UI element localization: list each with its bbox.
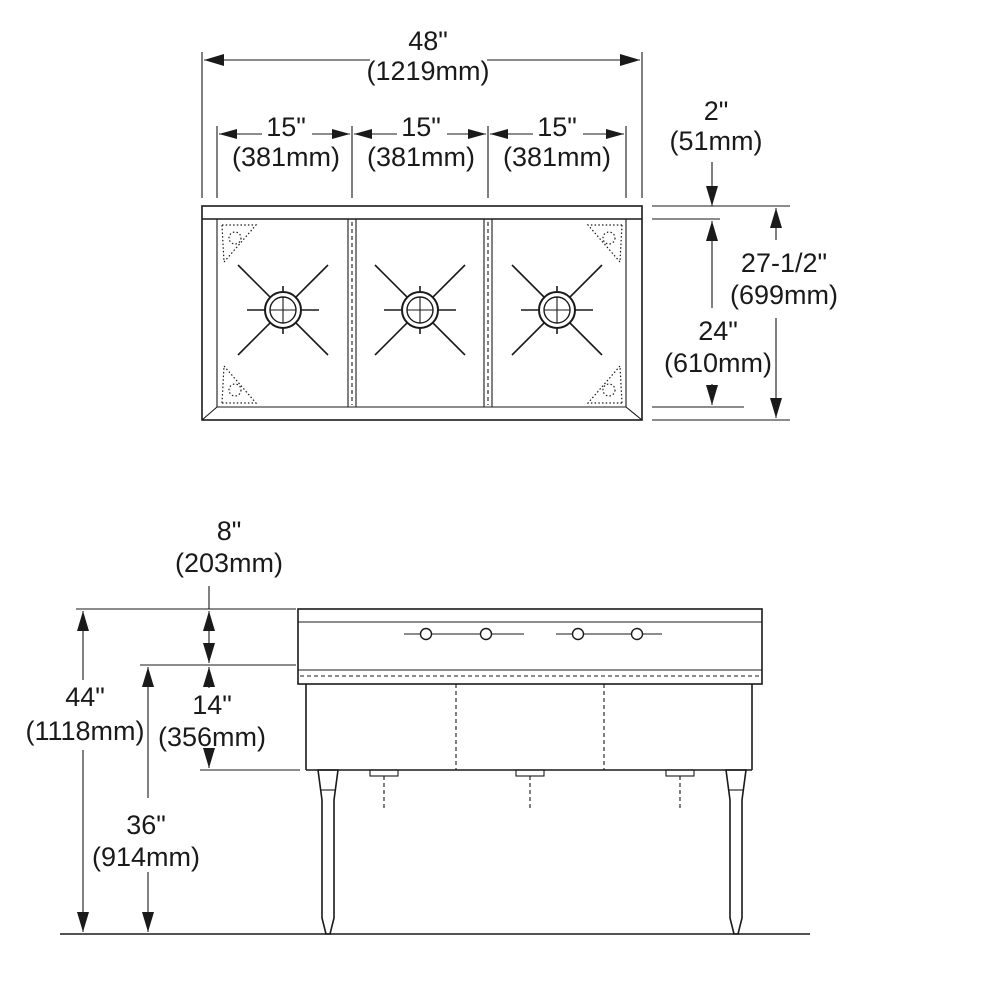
- corner-marks: [221, 224, 623, 404]
- bowl-depth-metric: (610mm): [664, 348, 772, 378]
- work-height-imperial: 36": [126, 810, 166, 840]
- faucet-hole-icon: [630, 627, 644, 641]
- overall-width-metric: (1219mm): [366, 56, 489, 86]
- bowl-depth-imperial: 24": [698, 316, 738, 346]
- bowl-height-metric: (356mm): [158, 722, 266, 752]
- overall-width-dimension: 48" (1219mm): [204, 26, 640, 86]
- bowl-width-2-metric: (381mm): [367, 142, 475, 172]
- leg-right: [725, 769, 747, 935]
- leg-left: [317, 769, 339, 935]
- work-height-metric: (914mm): [92, 842, 200, 872]
- sink-body: [305, 684, 753, 808]
- faucet-hole-icon: [419, 627, 433, 641]
- backsplash-height-dimension: 8" (203mm): [175, 516, 283, 663]
- bowl-width-dimension-3: 15" (381mm): [490, 112, 624, 172]
- legs: [317, 769, 747, 935]
- overall-height-imperial: 44": [65, 682, 105, 712]
- overall-depth-dimension: 27-1/2" (699mm): [730, 208, 838, 418]
- bowl-width-1-imperial: 15": [266, 112, 306, 142]
- drain-icon-bowl-3: [511, 264, 603, 356]
- drain-icon-bowl-2: [374, 264, 466, 356]
- elevation-view: 8" (203mm) 14" (356mm) 44" (1118mm): [25, 516, 810, 935]
- plan-view: 48" (1219mm) 15" (381mm) 15" (381mm) 15": [201, 26, 838, 421]
- faucet-hole-icon: [571, 627, 585, 641]
- work-height-dimension: 36" (914mm): [92, 667, 200, 932]
- overall-width-imperial: 48": [408, 26, 448, 56]
- bowl-width-3-metric: (381mm): [503, 142, 611, 172]
- bowl-height-imperial: 14": [192, 690, 232, 720]
- bowl-width-3-imperial: 15": [537, 112, 577, 142]
- drain-icon-bowl-1: [237, 264, 329, 356]
- faucet-holes: [404, 627, 662, 641]
- backsplash-depth-imperial: 2": [704, 96, 729, 126]
- bowl-height-dimension: 14" (356mm): [158, 667, 266, 768]
- faucet-hole-icon: [479, 627, 493, 641]
- overall-height-dimension: 44" (1118mm): [25, 611, 145, 932]
- backsplash-height-metric: (203mm): [175, 548, 283, 578]
- overall-height-metric: (1118mm): [25, 716, 144, 746]
- bowl-width-2-imperial: 15": [401, 112, 441, 142]
- bowl-depth-dimension: 24" (610mm): [664, 221, 772, 405]
- bowl-width-dimension-1: 15" (381mm): [219, 112, 350, 172]
- backsplash-depth-dimension: 2" (51mm): [670, 96, 763, 206]
- backsplash-height-imperial: 8": [217, 516, 242, 546]
- backsplash-depth-metric: (51mm): [670, 126, 763, 156]
- bowl-width-dimension-2: 15" (381mm): [354, 112, 486, 172]
- backsplash: [297, 608, 763, 685]
- bowl-width-1-metric: (381mm): [232, 142, 340, 172]
- overall-depth-metric: (699mm): [730, 280, 838, 310]
- sink-plan-outline: [201, 205, 643, 421]
- overall-depth-imperial: 27-1/2": [741, 248, 827, 278]
